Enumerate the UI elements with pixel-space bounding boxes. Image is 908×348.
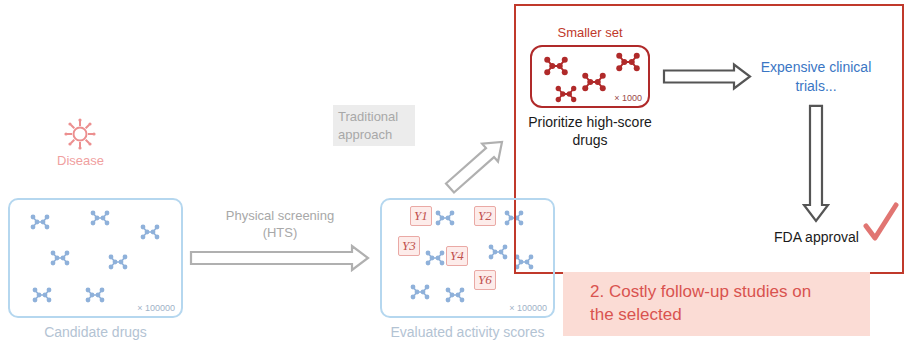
candidate-molecules xyxy=(31,211,160,303)
edge-label: Traditional approach xyxy=(333,105,415,146)
node-text: 2. Costly follow-up studies on the selec… xyxy=(590,281,820,327)
approval-step: FDA approval xyxy=(774,229,859,245)
node-text: FDA approval xyxy=(774,229,859,245)
screened-pool-box: × 100000Evaluated activity scoresY1Y2Y3Y… xyxy=(380,198,555,318)
score-tag: Y1 xyxy=(410,206,432,226)
clinical-trials-step: Expensive clinical trials... xyxy=(760,58,872,96)
score-tag: Y2 xyxy=(474,206,496,226)
block-arrow xyxy=(191,246,368,270)
node-text: × 100000 xyxy=(509,303,547,313)
node-text: × 1000 xyxy=(614,93,642,103)
node-text: Y2 xyxy=(478,207,492,225)
score-tag: Y4 xyxy=(446,246,468,266)
block-arrow xyxy=(664,65,750,89)
node-text: Candidate drugs xyxy=(44,323,147,341)
node-text: Smaller set xyxy=(557,25,622,40)
selected-set-box: Smaller set× 1000Prioritize high-score d… xyxy=(530,45,650,108)
free-label: Disease xyxy=(57,153,104,168)
node-text: Prioritize high-score drugs xyxy=(515,113,665,149)
node-text: Y3 xyxy=(402,237,416,255)
block-arrow xyxy=(804,106,828,221)
virus-icon xyxy=(64,118,95,149)
node-text: × 100000 xyxy=(137,303,175,313)
node-text: Expensive clinical trials... xyxy=(760,58,872,96)
check-mark xyxy=(866,205,896,238)
node-text: Y6 xyxy=(478,271,492,289)
block-arrow xyxy=(446,142,502,193)
node-text: Y1 xyxy=(414,207,428,225)
highlight-frame xyxy=(515,5,903,273)
follow-up-note: 2. Costly follow-up studies on the selec… xyxy=(563,272,870,336)
score-tag: Y3 xyxy=(398,236,420,256)
node-text: Y4 xyxy=(450,247,464,265)
score-tag: Y6 xyxy=(474,270,496,290)
node-text: Evaluated activity scores xyxy=(390,323,544,341)
edge-label: Physical screening (HTS) xyxy=(215,208,345,242)
drug-pool-box: × 100000Candidate drugs xyxy=(8,198,183,318)
